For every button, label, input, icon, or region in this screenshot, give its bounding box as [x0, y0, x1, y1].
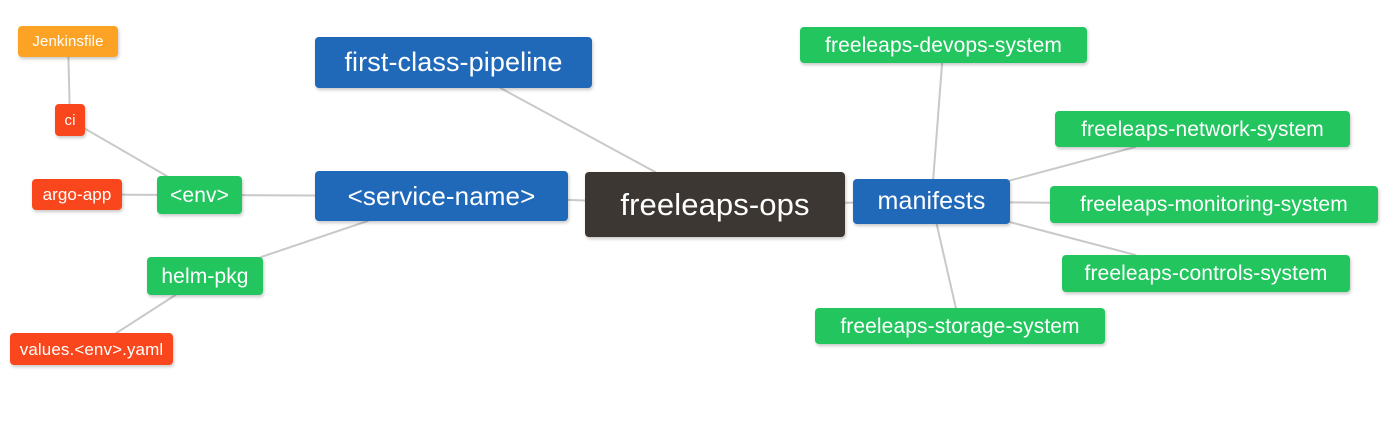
node-first-class-pipeline[interactable]: first-class-pipeline: [315, 37, 592, 88]
node-freeleaps-devops-system[interactable]: freeleaps-devops-system: [800, 27, 1087, 63]
edge-ci-to-jenkinsfile: [67, 56, 71, 105]
node-freeleaps-network-system[interactable]: freeleaps-network-system: [1055, 111, 1350, 147]
edge-service-name-to-helm-pkg: [260, 220, 369, 258]
edge-manifests-to-freeleaps-controls-system: [1009, 221, 1137, 256]
node-ci[interactable]: ci: [55, 104, 85, 136]
node-label: freeleaps-monitoring-system: [1080, 193, 1348, 216]
node-label: freeleaps-devops-system: [825, 33, 1062, 57]
node-argo-app[interactable]: argo-app: [32, 179, 122, 210]
node-label: helm-pkg: [161, 264, 249, 288]
edge-env-to-ci: [84, 127, 168, 177]
node-label: <service-name>: [347, 181, 536, 211]
node-label: <env>: [170, 183, 229, 207]
node-freeleaps-monitoring-system[interactable]: freeleaps-monitoring-system: [1050, 186, 1378, 223]
node-label: argo-app: [42, 185, 112, 204]
node-freeleaps-controls-system[interactable]: freeleaps-controls-system: [1062, 255, 1350, 292]
node-freeleaps-storage-system[interactable]: freeleaps-storage-system: [815, 308, 1105, 344]
node-freeleaps-ops[interactable]: freeleaps-ops: [585, 172, 845, 237]
node-manifests[interactable]: manifests: [853, 179, 1010, 224]
node-label: values.<env>.yaml: [19, 339, 164, 359]
edge-manifests-to-freeleaps-network-system: [1009, 146, 1137, 182]
node-label: first-class-pipeline: [344, 47, 563, 77]
edge-manifests-to-freeleaps-storage-system: [935, 223, 957, 309]
node-service-name[interactable]: <service-name>: [315, 171, 568, 221]
node-env[interactable]: <env>: [157, 176, 242, 214]
edge-manifests-to-freeleaps-devops-system: [932, 62, 944, 180]
node-values-yaml[interactable]: values.<env>.yaml: [10, 333, 173, 365]
node-label: freeleaps-storage-system: [840, 314, 1080, 338]
node-label: freeleaps-network-system: [1081, 117, 1324, 141]
node-helm-pkg[interactable]: helm-pkg: [147, 257, 263, 295]
edge-helm-pkg-to-values-yaml: [115, 294, 177, 334]
node-label: freeleaps-ops: [620, 187, 810, 222]
edge-freeleaps-ops-to-service-name: [567, 198, 586, 202]
edge-freeleaps-ops-to-first-class-pipeline: [499, 87, 657, 173]
node-label: manifests: [877, 187, 986, 215]
node-label: Jenkinsfile: [32, 33, 104, 50]
node-label: freeleaps-controls-system: [1084, 262, 1328, 285]
node-jenkinsfile[interactable]: Jenkinsfile: [18, 26, 118, 57]
node-label: ci: [64, 111, 76, 129]
